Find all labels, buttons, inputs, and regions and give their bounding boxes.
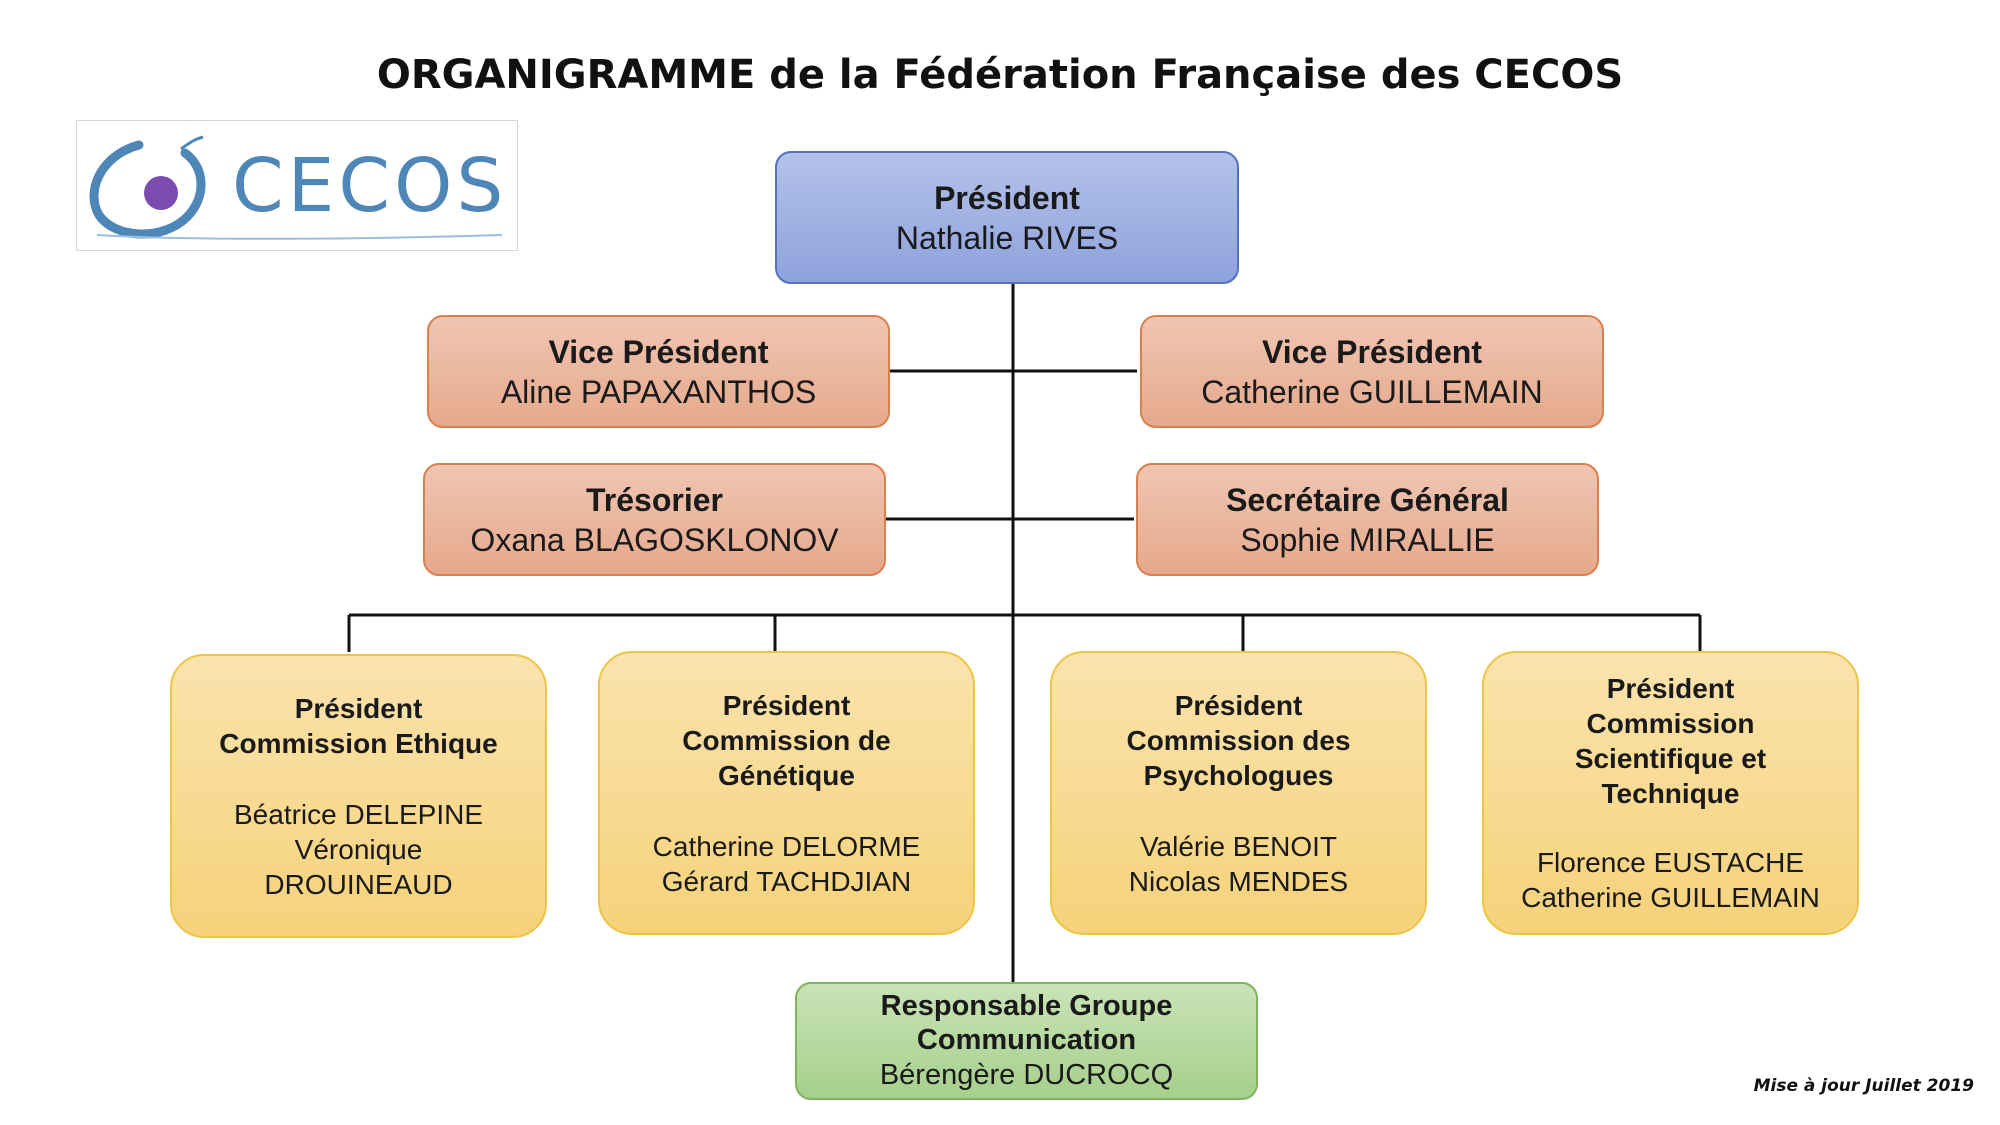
commission-names: Florence EUSTACHE Catherine GUILLEMAIN — [1521, 845, 1820, 915]
member-name: DROUINEAUD — [264, 868, 453, 900]
vice-president-right-role: Vice Président — [1262, 333, 1482, 370]
commission-names: Valérie BENOIT Nicolas MENDES — [1129, 829, 1348, 899]
vice-president-right-box: Vice Président Catherine GUILLEMAIN — [1140, 315, 1604, 428]
commission-role: Président Commission Scientifique et Tec… — [1575, 671, 1766, 811]
commission-role: Président Commission Ethique — [219, 691, 497, 761]
member-name: Valérie BENOIT — [1139, 830, 1338, 862]
cecos-logo: CECOS — [76, 120, 518, 251]
role-line: Responsable Groupe — [880, 990, 1173, 1022]
secretary-name: Sophie MIRALLIE — [1240, 521, 1495, 558]
president-role: Président — [934, 179, 1080, 216]
page-title: ORGANIGRAMME de la Fédération Française … — [376, 52, 1624, 98]
member-name: Florence EUSTACHE — [1536, 847, 1805, 878]
president-name: Nathalie RIVES — [895, 219, 1119, 256]
vice-president-left-name: Aline PAPAXANTHOS — [500, 373, 817, 410]
role-line: Président — [294, 692, 423, 724]
commission-names: Béatrice DELEPINE Véronique DROUINEAUD — [234, 797, 483, 902]
commission-genetique-box: Président Commission de Génétique Cather… — [598, 651, 975, 935]
member-name: Gérard TACHDJIAN — [661, 865, 912, 897]
secretary-role: Secrétaire Général — [1226, 481, 1509, 518]
update-note: Mise à jour Juillet 2019 — [1753, 1076, 1974, 1096]
member-name: Béatrice DELEPINE — [234, 798, 483, 830]
role-line: Président — [722, 689, 851, 721]
role-line: Psychologues — [1143, 759, 1334, 791]
role-line: Communication — [916, 1024, 1137, 1056]
commission-psychologues-box: Président Commission des Psychologues Va… — [1050, 651, 1427, 935]
commission-ethique-box: Président Commission Ethique Béatrice DE… — [170, 654, 547, 938]
role-line: Génétique — [718, 759, 855, 791]
role-line: Technique — [1601, 778, 1740, 809]
commission-scientifique-box: Président Commission Scientifique et Tec… — [1482, 651, 1859, 935]
vice-president-left-role: Vice Président — [548, 333, 769, 370]
cecos-logo-icon — [89, 135, 503, 240]
treasurer-box: Trésorier Oxana BLAGOSKLONOV — [423, 463, 886, 576]
role-line: Commission des — [1126, 724, 1351, 756]
member-name: Véronique — [294, 833, 423, 865]
role-line: Président — [1174, 689, 1303, 721]
role-line: Scientifique et — [1574, 743, 1767, 774]
member-name: Catherine GUILLEMAIN — [1521, 882, 1820, 913]
commission-role: Président Commission de Génétique — [682, 688, 890, 793]
vice-president-right-name: Catherine GUILLEMAIN — [1201, 373, 1543, 410]
role-line: Commission Ethique — [219, 727, 498, 759]
president-box: Président Nathalie RIVES — [775, 151, 1239, 284]
vice-president-left-box: Vice Président Aline PAPAXANTHOS — [427, 315, 890, 428]
member-name: Nicolas MENDES — [1128, 865, 1349, 897]
communication-box: Responsable Groupe Communication Bérengè… — [795, 982, 1258, 1100]
role-line: Commission de — [682, 724, 891, 756]
secretary-box: Secrétaire Général Sophie MIRALLIE — [1136, 463, 1599, 576]
treasurer-role: Trésorier — [586, 481, 723, 518]
treasurer-name: Oxana BLAGOSKLONOV — [470, 521, 839, 558]
member-name: Catherine DELORME — [652, 830, 921, 862]
commission-names: Catherine DELORME Gérard TACHDJIAN — [653, 829, 921, 899]
role-line: Président — [1606, 673, 1735, 704]
role-line: Commission — [1586, 708, 1755, 739]
commission-role: Président Commission des Psychologues — [1126, 688, 1350, 793]
communication-role: Responsable Groupe Communication — [881, 989, 1173, 1057]
communication-name: Bérengère DUCROCQ — [879, 1059, 1174, 1091]
logo-text: CECOS — [232, 143, 508, 229]
